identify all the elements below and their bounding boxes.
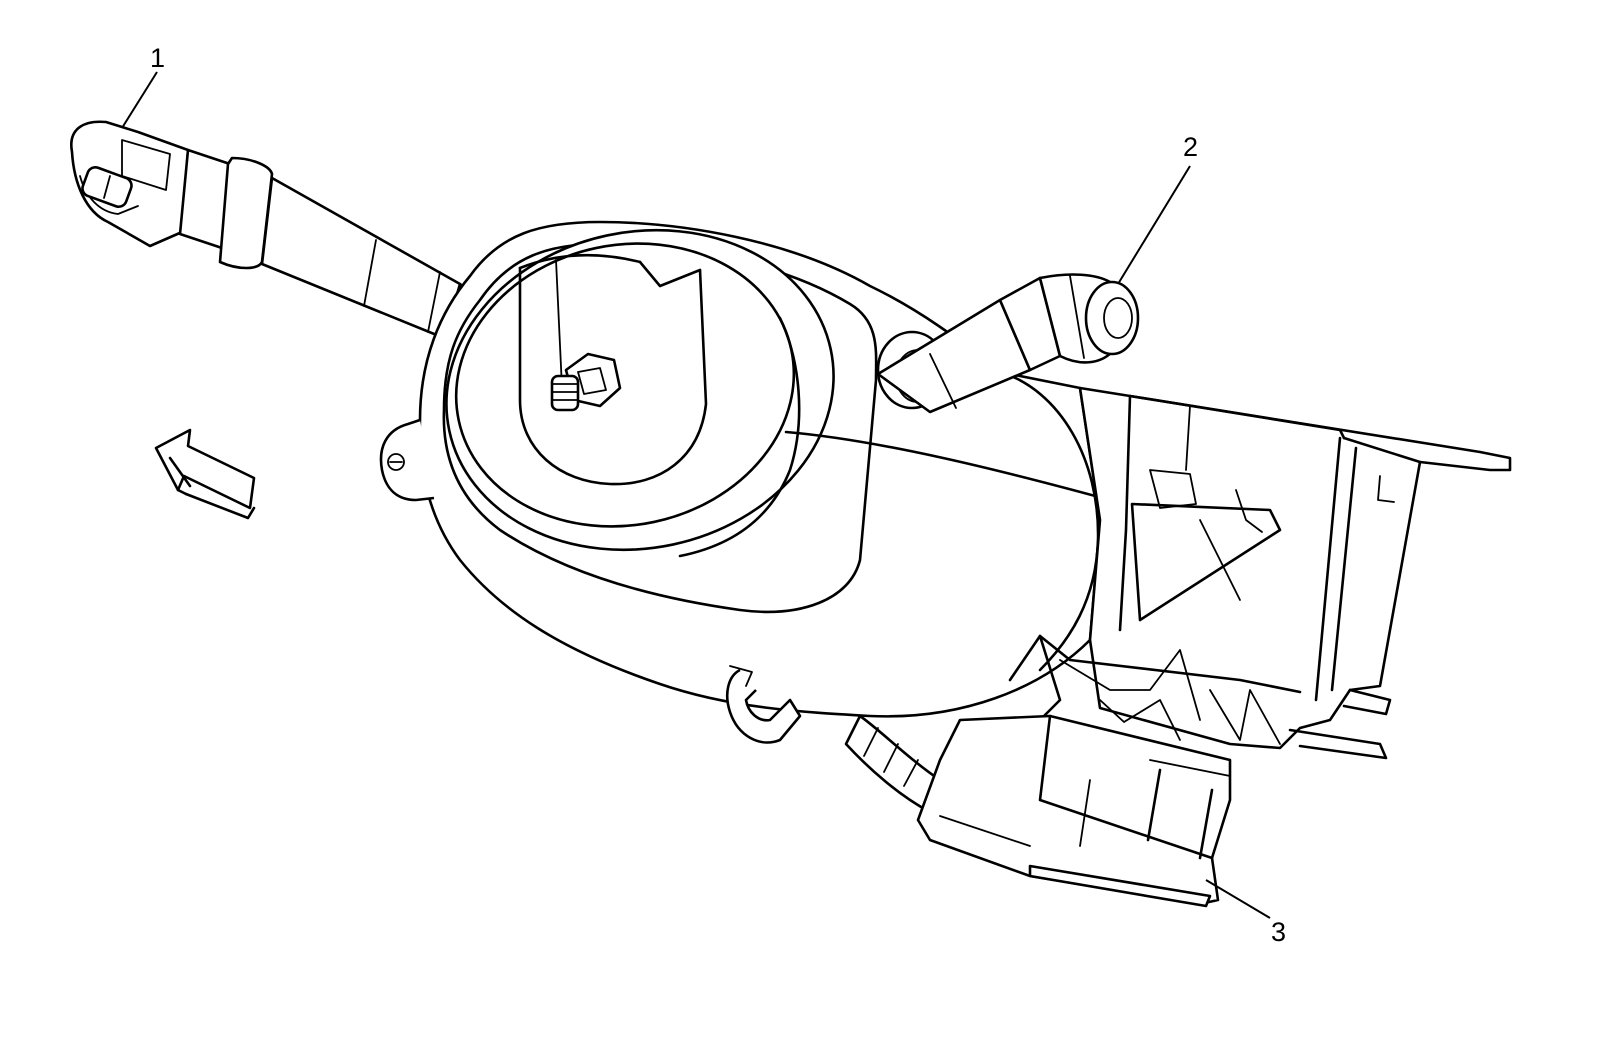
- callout-3-label: 3: [1271, 917, 1286, 947]
- wiper-washer-lever: [876, 273, 1140, 414]
- callout-2-leader: [1117, 165, 1191, 285]
- wiring-harness-connector: [844, 714, 1232, 908]
- turn-signal-lever: [70, 120, 471, 340]
- callout-1-label: 1: [150, 43, 165, 73]
- steering-column-housing: [379, 220, 1112, 718]
- hook-clip-icon: [726, 665, 802, 744]
- arrow-pointing-up-left-icon: [154, 428, 256, 520]
- callout-1-leader: [121, 71, 158, 129]
- callout-3-leader: [1205, 879, 1271, 919]
- callout-2-label: 2: [1183, 132, 1198, 162]
- column-mounting-bracket: [1008, 386, 1512, 760]
